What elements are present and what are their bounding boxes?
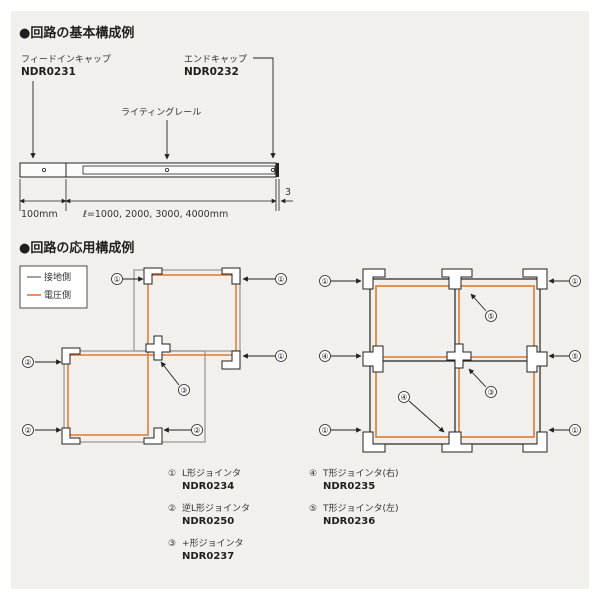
rail-name: ライティングレール bbox=[121, 106, 201, 118]
marker-1: ① bbox=[569, 275, 581, 287]
l-joint-icon bbox=[221, 267, 241, 285]
diagram-sheet: ●回路の基本構成例 フィードインキャップ NDR0231 エンドキャップ NDR… bbox=[11, 11, 589, 589]
svg-text:②: ② bbox=[168, 504, 176, 514]
t-joint-right-icon bbox=[362, 345, 384, 373]
key-item-5: ⑤ T形ジョインタ(左) NDR0236 bbox=[309, 502, 399, 527]
svg-text:④: ④ bbox=[400, 393, 407, 402]
svg-text:NDR0234: NDR0234 bbox=[182, 481, 234, 492]
dimension-lines bbox=[19, 179, 293, 211]
svg-text:①: ① bbox=[321, 277, 328, 286]
t-joint-left-icon bbox=[526, 345, 548, 373]
rail-body bbox=[65, 162, 277, 178]
svg-text:⑤: ⑤ bbox=[487, 312, 494, 321]
lighting-rail-assembly bbox=[19, 162, 279, 178]
reverse-l-joint-icon bbox=[61, 347, 81, 365]
legend-ground-label: 接地側 bbox=[44, 271, 71, 283]
key-item-4: ④ T形ジョインタ(右) NDR0235 bbox=[309, 467, 399, 492]
marker-3: ③ bbox=[485, 386, 497, 398]
svg-text:①: ① bbox=[321, 426, 328, 435]
circuit-diagram: ●回路の基本構成例 フィードインキャップ NDR0231 エンドキャップ NDR… bbox=[19, 25, 581, 562]
svg-text:NDR0237: NDR0237 bbox=[182, 551, 234, 562]
rail-length-dimension: ℓ=1000, 2000, 3000, 4000mm bbox=[83, 209, 228, 220]
l-joint-icon bbox=[522, 431, 548, 453]
legend: 接地側 電圧側 bbox=[19, 265, 88, 309]
svg-text:②: ② bbox=[24, 358, 31, 367]
cross-joint-icon bbox=[145, 335, 171, 361]
svg-text:⑤: ⑤ bbox=[571, 352, 578, 361]
marker-4: ④ bbox=[319, 350, 331, 362]
marker-1: ① bbox=[275, 273, 287, 285]
svg-text:①: ① bbox=[113, 275, 120, 284]
marker-5: ⑤ bbox=[485, 310, 497, 322]
marker-2: ② bbox=[22, 356, 34, 368]
reverse-l-joint-icon bbox=[143, 427, 163, 445]
end-cap-body bbox=[276, 163, 279, 177]
svg-text:③: ③ bbox=[168, 539, 176, 549]
end-gap-dimension: 3 bbox=[285, 187, 291, 198]
svg-text:①: ① bbox=[571, 277, 578, 286]
legend-voltage-label: 電圧側 bbox=[44, 289, 71, 301]
svg-text:④: ④ bbox=[321, 352, 328, 361]
l-joint-icon bbox=[143, 267, 163, 285]
key-item-1: ① L形ジョインタ NDR0234 bbox=[168, 467, 241, 492]
section-title-applied: ●回路の応用構成例 bbox=[19, 240, 134, 256]
end-cap-name: エンドキャップ bbox=[184, 54, 247, 65]
cap-length-dimension: 100mm bbox=[21, 209, 58, 220]
svg-text:T形ジョインタ(右): T形ジョインタ(右) bbox=[322, 467, 399, 479]
svg-text:①: ① bbox=[571, 426, 578, 435]
end-cap-leader bbox=[253, 57, 276, 159]
svg-text:+形ジョインタ: +形ジョインタ bbox=[182, 537, 244, 549]
svg-text:L形ジョインタ: L形ジョインタ bbox=[182, 467, 241, 479]
svg-text:T形ジョインタ(左): T形ジョインタ(左) bbox=[322, 502, 399, 514]
svg-text:逆L形ジョインタ: 逆L形ジョインタ bbox=[182, 502, 250, 514]
svg-text:③: ③ bbox=[180, 386, 187, 395]
marker-labels: ① ① ① ② ② ② ③ ① ① ④ ⑤ ① ① ⑤ ③ ④ bbox=[22, 273, 581, 436]
svg-text:②: ② bbox=[193, 426, 200, 435]
left-configuration bbox=[61, 267, 241, 445]
svg-text:⑤: ⑤ bbox=[309, 504, 317, 514]
marker-2: ② bbox=[191, 424, 203, 436]
svg-text:NDR0236: NDR0236 bbox=[323, 516, 375, 527]
l-joint-icon bbox=[362, 431, 386, 453]
marker-2: ② bbox=[22, 424, 34, 436]
marker-1: ① bbox=[319, 275, 331, 287]
svg-text:①: ① bbox=[277, 275, 284, 284]
end-cap-code: NDR0232 bbox=[184, 66, 239, 78]
joint-key: ① L形ジョインタ NDR0234 ② 逆L形ジョインタ NDR0250 ③ +… bbox=[168, 467, 399, 562]
marker-1: ① bbox=[275, 350, 287, 362]
svg-text:②: ② bbox=[24, 426, 31, 435]
marker-arrows bbox=[35, 276, 569, 433]
l-joint-icon bbox=[522, 268, 548, 290]
svg-text:NDR0235: NDR0235 bbox=[323, 481, 375, 492]
marker-1: ① bbox=[111, 273, 123, 285]
svg-text:①: ① bbox=[168, 469, 176, 479]
feed-in-cap-code: NDR0231 bbox=[21, 66, 76, 78]
feed-in-cap-name: フィードインキャップ bbox=[21, 54, 111, 65]
l-joint-icon bbox=[362, 268, 386, 290]
cross-joint-icon bbox=[446, 343, 472, 369]
marker-1: ① bbox=[569, 424, 581, 436]
reverse-l-joint-icon bbox=[61, 427, 81, 445]
marker-3: ③ bbox=[178, 384, 190, 396]
l-joint-icon bbox=[221, 350, 241, 370]
marker-1: ① bbox=[319, 424, 331, 436]
key-item-3: ③ +形ジョインタ NDR0237 bbox=[168, 537, 244, 562]
t-joint-left-icon bbox=[441, 268, 473, 290]
svg-text:③: ③ bbox=[487, 388, 494, 397]
section-title-basic: ●回路の基本構成例 bbox=[19, 25, 134, 41]
marker-4: ④ bbox=[398, 391, 410, 403]
marker-5: ⑤ bbox=[569, 350, 581, 362]
svg-text:①: ① bbox=[277, 352, 284, 361]
t-joint-right-icon bbox=[441, 431, 473, 453]
key-item-2: ② 逆L形ジョインタ NDR0250 bbox=[168, 502, 250, 527]
svg-text:NDR0250: NDR0250 bbox=[182, 516, 234, 527]
right-configuration bbox=[362, 268, 548, 453]
svg-text:④: ④ bbox=[309, 469, 317, 479]
feed-in-cap-body bbox=[19, 162, 67, 178]
